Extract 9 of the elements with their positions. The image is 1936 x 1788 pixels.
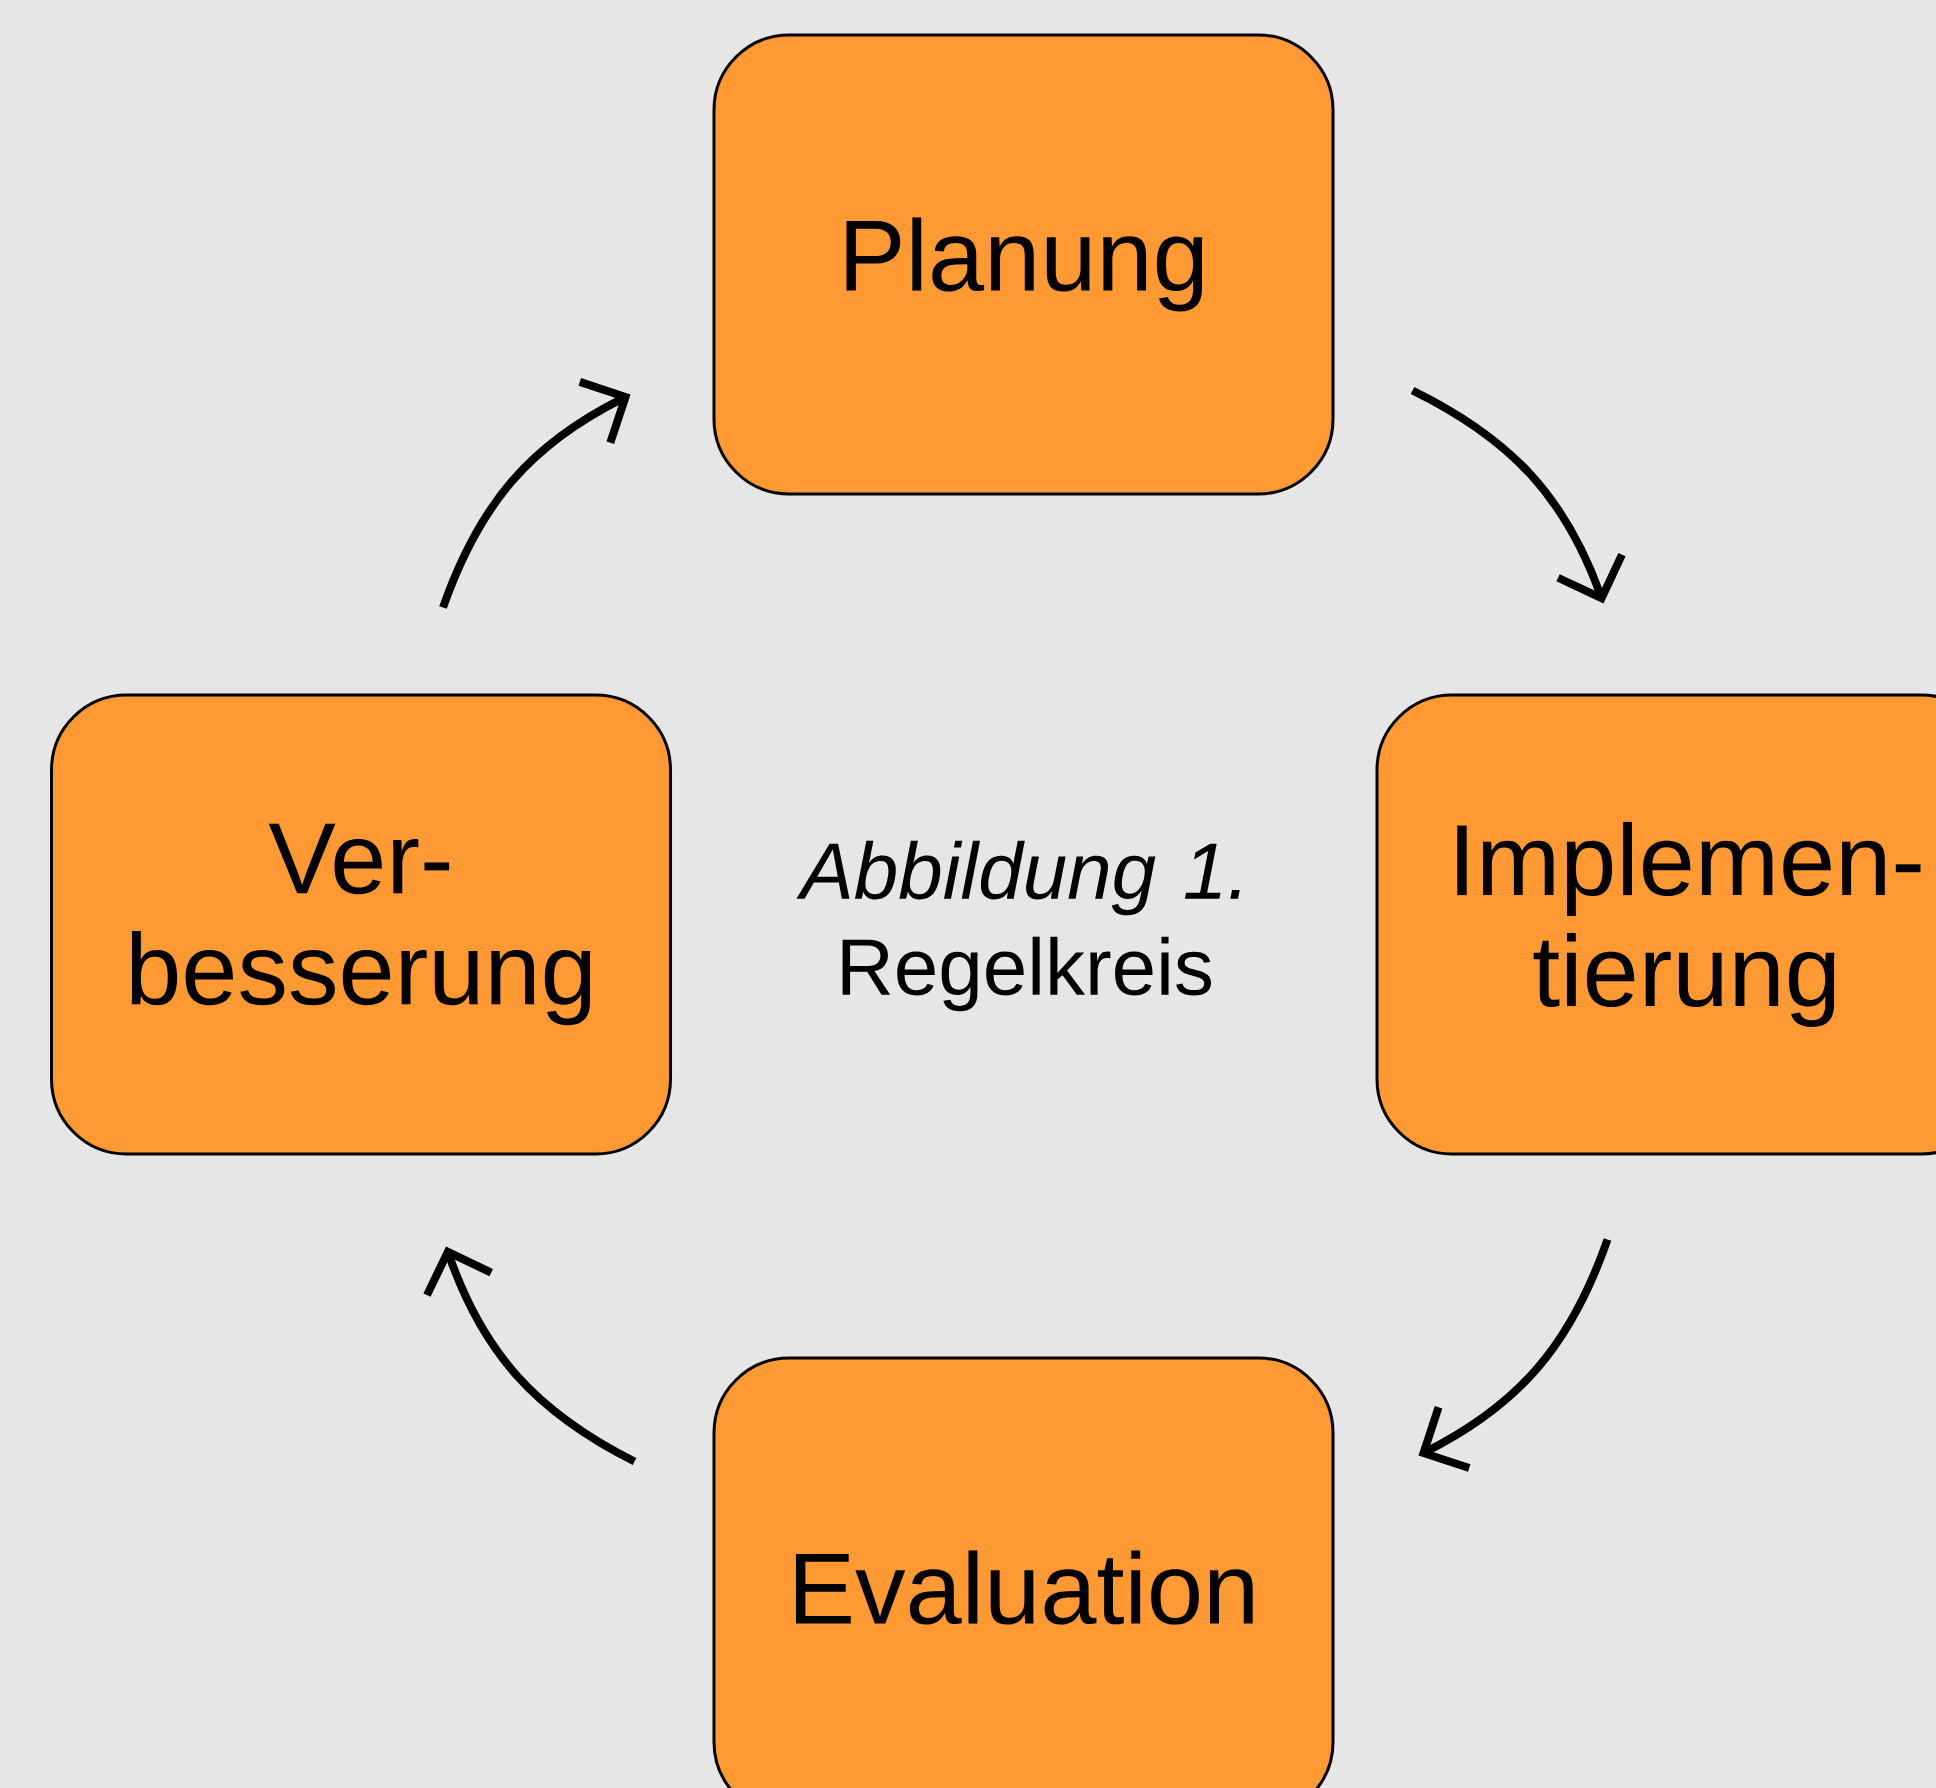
process-box: Ver- besserung [50, 693, 672, 1156]
arrow [1410, 386, 1626, 604]
process-box: Implemen- tierung [1375, 693, 1936, 1156]
caption: Abbildung 1. Regelkreis [796, 840, 1240, 1012]
arrow [1418, 1238, 1612, 1472]
arrow [439, 378, 631, 609]
process-box: Evaluation [712, 1356, 1335, 1788]
process-box: Planung [712, 33, 1335, 496]
arrow [423, 1246, 637, 1465]
